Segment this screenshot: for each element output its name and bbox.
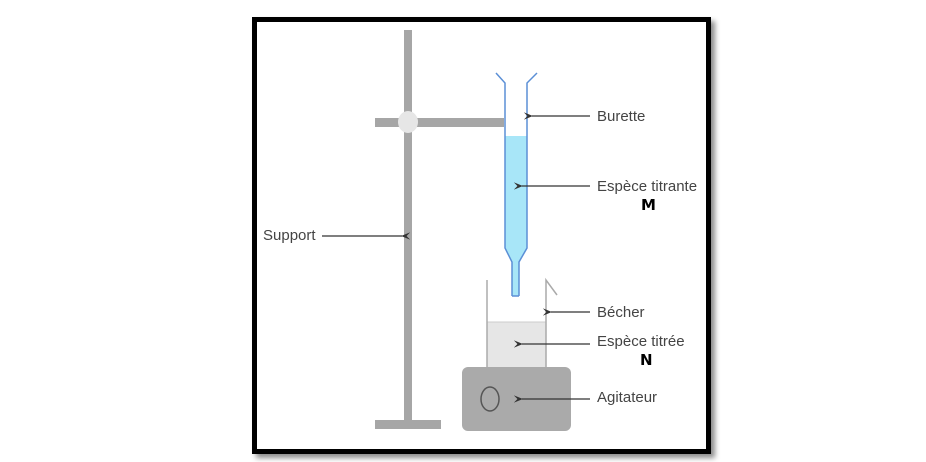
label-support: Support [263, 227, 316, 244]
stand-base [375, 420, 441, 429]
becher [486, 277, 558, 368]
burette-outline-left [495, 72, 513, 296]
label-burette: Burette [597, 108, 645, 125]
support-stand [375, 30, 504, 429]
label-titrated-letter: N [640, 351, 653, 369]
clamp-knob [398, 111, 418, 133]
stand-rod [404, 30, 412, 426]
becher-right-wall [545, 277, 558, 368]
label-becher: Bécher [597, 304, 645, 321]
stirrer-knob-icon [480, 386, 500, 412]
arrows [322, 112, 590, 403]
label-titrant: Espèce titrante [597, 178, 697, 195]
label-agitateur: Agitateur [597, 389, 657, 406]
clamp-arm [375, 118, 504, 127]
burette-titrant-liquid [505, 136, 527, 296]
label-titrated: Espèce titrée [597, 333, 685, 350]
burette-outline-right [518, 72, 538, 296]
burette [495, 72, 538, 297]
titrated-liquid [487, 322, 546, 368]
label-titrant-letter: M [641, 196, 656, 214]
